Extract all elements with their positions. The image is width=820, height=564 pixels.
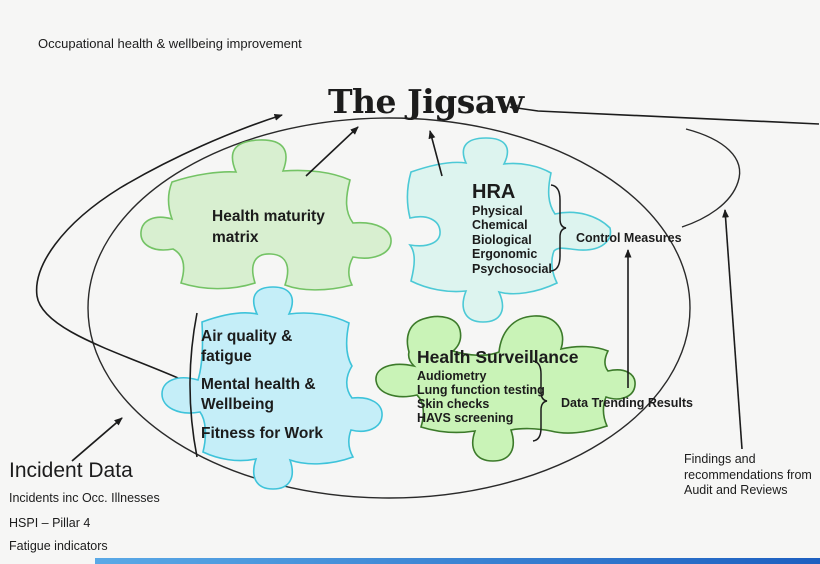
piece-hra [406, 137, 612, 323]
surveillance-item: Audiometry [417, 369, 487, 383]
label-mental-health: Mental health & Wellbeing [201, 376, 316, 413]
hra-item-list: Physical Chemical Biological Ergonomic P… [472, 204, 552, 276]
arrow-hra-to-title [428, 130, 443, 177]
label-incident-data: Incident Data [9, 459, 133, 482]
outer-ellipse [87, 117, 691, 499]
swash-curve [681, 128, 741, 228]
hra-item: Physical [472, 204, 523, 218]
label-air-quality: Air quality & fatigue [201, 328, 293, 365]
incident-detail: Fatigue indicators [9, 539, 108, 553]
incident-detail: HSPI – Pillar 4 [9, 516, 91, 530]
piece-air-quality [161, 286, 383, 490]
hra-item: Biological [472, 232, 532, 247]
loop-arrow-left [35, 113, 283, 379]
label-control-measures: Control Measures [576, 231, 682, 245]
arrow-right-to-title [509, 104, 820, 125]
surveillance-item-list: Audiometry Lung function testing Skin ch… [417, 369, 545, 425]
label-health-maturity: Health maturity matrix [212, 208, 325, 246]
piece-health-surveillance [375, 315, 636, 462]
arrow-findings-up [722, 209, 743, 450]
arrow-incident-to-ellipse [71, 417, 123, 462]
bracket-air-quality [189, 312, 198, 458]
hra-item: Ergonomic [472, 247, 538, 262]
hra-item: Psychosocial [472, 261, 552, 276]
surveillance-item: Lung function testing [417, 383, 545, 397]
surveillance-item: Skin checks [417, 397, 490, 411]
bottom-progress-bar [95, 558, 820, 564]
header-note: Occupational health & wellbeing improvem… [38, 36, 302, 51]
label-hra-heading: HRA [472, 181, 516, 203]
piece-health-maturity [140, 139, 392, 291]
hra-item: Chemical [472, 218, 528, 233]
arrow-maturity-to-title [305, 126, 359, 177]
incident-detail: Incidents inc Occ. Illnesses [9, 491, 160, 505]
label-data-trending: Data Trending Results [561, 396, 693, 410]
brace-hra [550, 184, 567, 272]
label-findings: Findings and recommendations from Audit … [684, 452, 812, 497]
brace-surveillance [532, 360, 548, 442]
label-health-surveillance: Health Surveillance [417, 347, 579, 367]
surveillance-item: HAVS screening [417, 411, 514, 425]
label-fitness-for-work: Fitness for Work [201, 425, 324, 442]
page-title: The Jigsaw [328, 82, 524, 121]
